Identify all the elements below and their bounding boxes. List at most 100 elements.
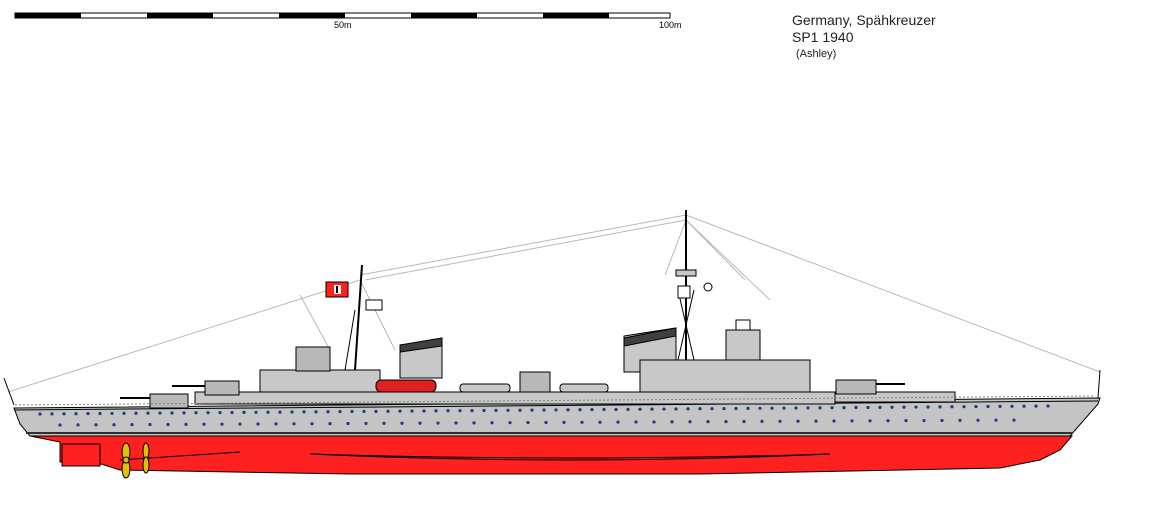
porthole	[950, 405, 954, 409]
gun-turret-fwd-1	[835, 379, 905, 395]
mast-searchlight	[703, 282, 713, 292]
porthole	[1010, 404, 1014, 408]
propeller-icon	[121, 442, 131, 479]
porthole	[434, 409, 438, 413]
porthole	[758, 406, 762, 410]
porthole	[998, 404, 1002, 408]
porthole	[418, 421, 422, 425]
porthole	[266, 410, 270, 414]
porthole	[830, 406, 834, 410]
porthole	[382, 421, 386, 425]
porthole	[688, 420, 692, 424]
porthole	[746, 406, 750, 410]
bridge-structure	[639, 359, 811, 393]
porthole	[1034, 404, 1038, 408]
porthole	[130, 423, 134, 427]
bilge-keel	[309, 453, 831, 461]
porthole	[38, 412, 42, 416]
porthole	[986, 404, 990, 409]
porthole	[614, 407, 618, 412]
porthole	[256, 422, 260, 426]
porthole	[490, 421, 494, 425]
porthole	[904, 419, 908, 423]
porthole	[454, 421, 458, 425]
porthole	[886, 419, 890, 423]
porthole	[580, 420, 584, 424]
porthole	[218, 410, 222, 415]
porthole	[122, 411, 126, 415]
porthole	[938, 405, 942, 409]
porthole	[662, 407, 666, 411]
title-designation: SP1 1940	[792, 29, 854, 45]
porthole	[742, 419, 746, 424]
porthole	[292, 422, 296, 426]
porthole	[166, 422, 170, 427]
porthole	[562, 420, 566, 425]
midship-boat	[459, 383, 511, 393]
porthole	[724, 419, 728, 424]
porthole	[310, 422, 314, 426]
porthole	[670, 420, 674, 424]
porthole	[832, 419, 836, 423]
scale-segment	[15, 13, 81, 18]
porthole	[634, 420, 638, 424]
porthole	[302, 410, 306, 414]
porthole	[472, 421, 476, 425]
porthole	[602, 407, 606, 412]
porthole	[206, 411, 210, 415]
porthole	[722, 406, 726, 411]
porthole	[182, 411, 186, 415]
porthole	[364, 421, 368, 426]
porthole	[50, 412, 54, 416]
porthole	[436, 421, 440, 425]
porthole	[770, 406, 774, 410]
porthole	[242, 410, 246, 414]
porthole	[616, 420, 620, 424]
porthole	[422, 409, 426, 413]
porthole	[796, 419, 800, 423]
gun-turret-aft-2	[172, 380, 240, 396]
porthole	[578, 408, 582, 412]
porthole	[850, 419, 854, 423]
porthole	[526, 420, 530, 425]
porthole	[544, 420, 548, 425]
scale-label-50m: 50m	[334, 20, 352, 30]
scale-segment	[147, 13, 213, 18]
aft-mast	[354, 264, 363, 371]
scale-segment	[543, 13, 609, 18]
scale-bar	[14, 12, 671, 19]
porthole	[914, 405, 918, 409]
porthole	[518, 408, 522, 412]
radar-array-aft	[365, 299, 383, 311]
porthole	[706, 420, 710, 424]
porthole	[278, 410, 282, 414]
porthole	[926, 405, 930, 409]
porthole	[590, 408, 594, 412]
porthole-rows	[38, 404, 1050, 427]
porthole	[398, 409, 402, 413]
porthole	[148, 422, 152, 427]
propeller-shaft	[119, 451, 241, 461]
hull-underwater-red	[29, 435, 1074, 475]
propeller-icon	[142, 442, 150, 474]
porthole	[878, 405, 882, 409]
porthole	[158, 411, 162, 415]
porthole	[362, 409, 366, 414]
aft-fire-control	[295, 346, 331, 372]
bridge-top	[725, 329, 761, 361]
porthole	[842, 406, 846, 410]
porthole	[674, 407, 678, 411]
porthole	[794, 406, 798, 410]
porthole	[1046, 404, 1050, 408]
porthole	[184, 422, 188, 426]
porthole	[346, 421, 350, 426]
porthole	[962, 405, 966, 409]
porthole	[328, 422, 332, 426]
porthole	[760, 419, 764, 423]
porthole	[110, 411, 114, 416]
porthole	[74, 412, 78, 416]
porthole	[868, 419, 872, 423]
porthole	[542, 408, 546, 412]
porthole	[854, 405, 858, 410]
porthole	[238, 422, 242, 426]
